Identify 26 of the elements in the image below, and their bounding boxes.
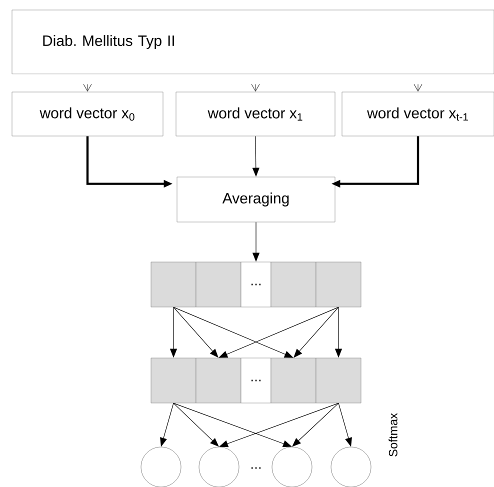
arrow (173, 306, 294, 358)
ellipsis: ... (251, 467, 261, 469)
vector-cell (150, 262, 196, 308)
arrow (173, 402, 292, 448)
vector-cell (270, 262, 316, 308)
process-box: word vector x$_{t-1}$ (342, 92, 494, 136)
process-box: Averaging (176, 176, 336, 222)
process-box: word vector x$_{0}$ (12, 92, 164, 136)
arrow (414, 84, 422, 92)
layer-label: Softmax (388, 413, 398, 456)
arrow (219, 402, 339, 448)
vector-cell (150, 358, 196, 404)
vector-cell (196, 358, 242, 404)
vector-cell: ... (240, 358, 272, 404)
arrow (292, 402, 339, 447)
vector-cell (270, 358, 316, 404)
arrow (218, 306, 339, 358)
input-box: Diab. Mellitus Typ II (12, 10, 494, 74)
arrow (83, 84, 92, 92)
process-box: word vector x$_{1}$ (176, 92, 336, 136)
arrow (251, 84, 260, 92)
vector-cell: ... (240, 262, 272, 308)
vector-cell (316, 262, 362, 308)
vector-cell (196, 262, 242, 308)
arrow (173, 402, 219, 447)
vector-cell (316, 358, 362, 404)
